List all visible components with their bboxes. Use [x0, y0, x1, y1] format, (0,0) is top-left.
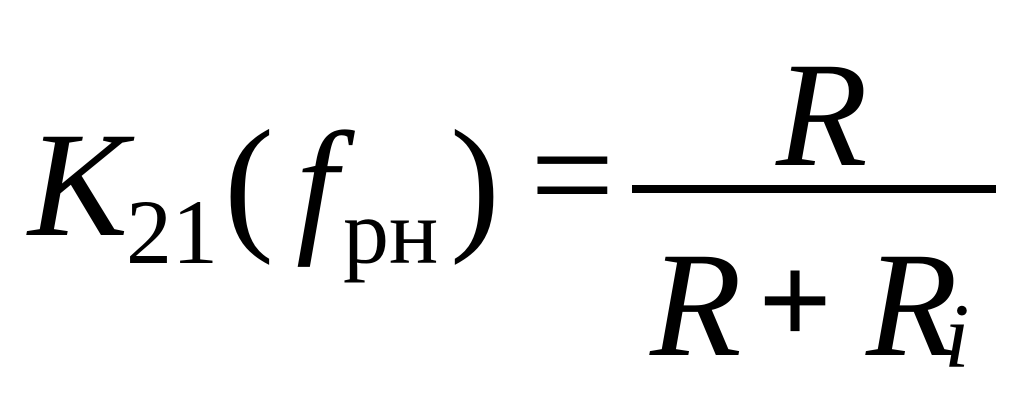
subscript-i: i	[944, 285, 970, 387]
symbol-k: K	[28, 102, 129, 268]
denominator-r: R	[650, 222, 742, 388]
close-paren: )	[450, 100, 500, 266]
numerator-r: R	[776, 32, 868, 198]
equals-sign: =	[530, 92, 615, 258]
open-paren: (	[224, 100, 274, 266]
subscript-rn: рн	[343, 181, 439, 283]
symbol-f: f	[296, 102, 338, 268]
denominator-ri: R	[866, 222, 958, 388]
fraction-bar	[632, 185, 996, 193]
plus-sign: +	[758, 229, 833, 373]
subscript-21: 21	[126, 181, 218, 283]
